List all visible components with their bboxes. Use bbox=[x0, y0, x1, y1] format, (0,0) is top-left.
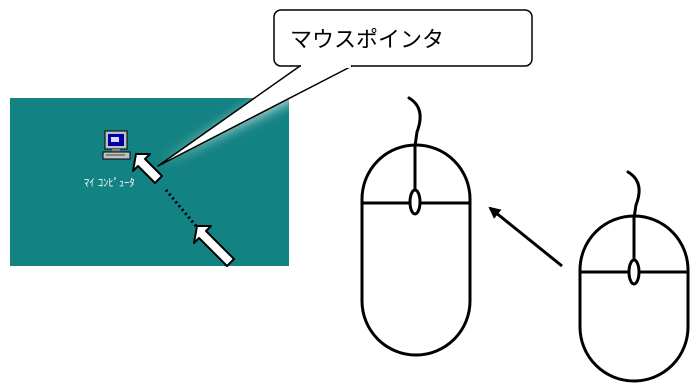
mouse-device-original bbox=[578, 170, 690, 383]
mouse-pointer-arrow bbox=[132, 153, 163, 184]
desktop-panel bbox=[10, 98, 289, 266]
mouse-pointer-arrow-start bbox=[193, 225, 235, 267]
callout-bubble: マウスポインタ bbox=[157, 9, 533, 167]
callout-text: マウスポインタ bbox=[290, 28, 444, 53]
computer-icon-label: ﾏｲ ｺﾝﾋﾟｭｰﾀ bbox=[84, 177, 135, 189]
computer-icon[interactable] bbox=[102, 130, 131, 160]
movement-arrow bbox=[488, 206, 563, 268]
mouse-device-moved bbox=[360, 96, 472, 357]
